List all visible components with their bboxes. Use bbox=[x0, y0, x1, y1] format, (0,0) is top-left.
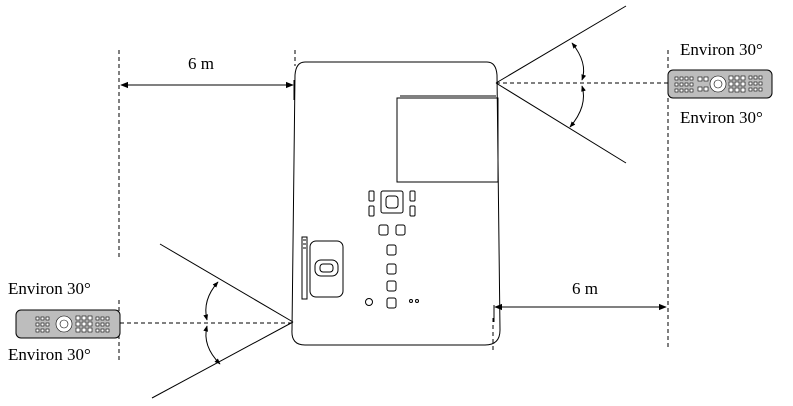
angle-label-top-right-lower: Environ 30° bbox=[680, 108, 763, 127]
projector-top-view-icon bbox=[291, 61, 501, 346]
angle-label-top-right-upper: Environ 30° bbox=[680, 40, 763, 59]
angle-label-bottom-left-upper: Environ 30° bbox=[8, 279, 91, 298]
distance-label-bottom: 6 m bbox=[572, 279, 598, 298]
reception-cone-top-right bbox=[495, 5, 668, 164]
lamp-cover bbox=[396, 97, 499, 183]
remote-control-icon bbox=[15, 309, 121, 339]
angle-label-bottom-left-lower: Environ 30° bbox=[8, 345, 91, 364]
remote-control-icon bbox=[667, 69, 773, 99]
distance-label-top: 6 m bbox=[188, 54, 214, 73]
control-panel bbox=[365, 190, 419, 309]
distance-arrow-top: 6 m bbox=[120, 54, 294, 89]
zoom-lever bbox=[301, 236, 308, 300]
distance-arrow-bottom: 6 m bbox=[494, 279, 667, 311]
lens bbox=[309, 240, 344, 298]
reference-lines bbox=[118, 50, 669, 360]
reception-cone-bottom-left bbox=[120, 243, 294, 399]
